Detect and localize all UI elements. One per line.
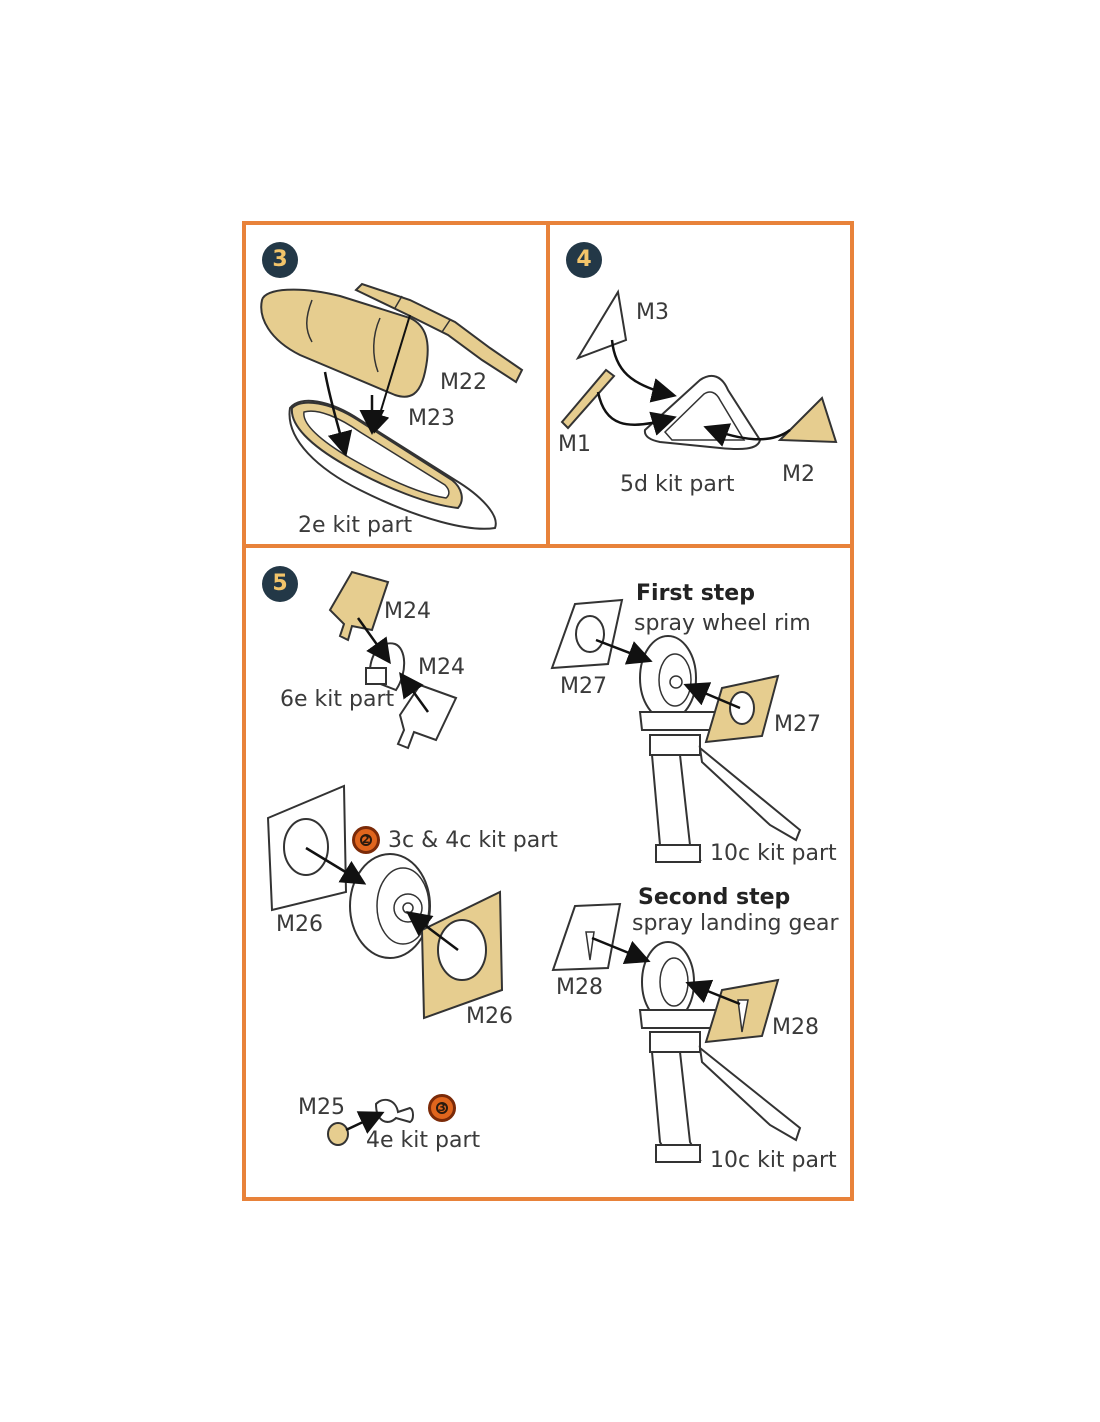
- step-5-badge: 5: [262, 566, 298, 602]
- mask-m2: [777, 396, 838, 444]
- label-m3: M3: [636, 300, 669, 325]
- label-m28-left: M28: [556, 975, 603, 1000]
- label-m26-left: M26: [276, 912, 323, 937]
- label-4e-kit-part: 4e kit part: [366, 1128, 481, 1153]
- label-m27-left: M27: [560, 674, 607, 699]
- mask-m1: [560, 368, 616, 430]
- panel-frame: [242, 221, 854, 1201]
- second-step-diagram: [551, 902, 802, 1163]
- mask-m24-bottom: [396, 683, 458, 750]
- label-2e-kit-part: 2e kit part: [298, 513, 413, 538]
- landing-gear-10c-b: [638, 941, 802, 1163]
- label-m26-right: M26: [466, 1004, 513, 1029]
- paint-icon-3: 3: [428, 1094, 456, 1122]
- mask-m22: [354, 282, 524, 384]
- second-step-title: Second step: [638, 885, 791, 910]
- label-10c-kit-part-a: 10c kit part: [710, 841, 837, 866]
- second-step-subtitle: spray landing gear: [632, 911, 839, 936]
- first-step-subtitle: spray wheel rim: [634, 611, 811, 636]
- label-m22: M22: [440, 370, 487, 395]
- label-m27-right: M27: [774, 712, 821, 737]
- mask-m3: [575, 289, 628, 360]
- label-m1: M1: [558, 432, 591, 457]
- label-m24-top: M24: [384, 599, 431, 624]
- label-5d-kit-part: 5d kit part: [620, 472, 735, 497]
- part-4e: [374, 1098, 414, 1124]
- part-6e: [365, 642, 406, 692]
- label-m28-right: M28: [772, 1015, 819, 1040]
- mask-m25: [327, 1122, 349, 1146]
- first-step-title: First step: [636, 581, 755, 606]
- paint-icon-2: 2: [352, 826, 380, 854]
- label-3c-4c-kit-part: 3c & 4c kit part: [388, 828, 558, 853]
- step-5-left-panel: [266, 570, 504, 1146]
- mask-m24-top: [328, 570, 390, 642]
- label-m25: M25: [298, 1095, 345, 1120]
- label-6e-kit-part: 6e kit part: [280, 687, 395, 712]
- label-m2: M2: [782, 462, 815, 487]
- step-3-badge: 3: [262, 242, 298, 278]
- step-3-panel: [260, 282, 524, 530]
- label-m24-bottom: M24: [418, 655, 465, 680]
- landing-gear-10c-a: [638, 635, 802, 863]
- step-4-panel: [560, 289, 838, 450]
- step-4-badge: 4: [566, 242, 602, 278]
- wheel-3c-4c-part: [349, 853, 431, 959]
- first-step-diagram: [550, 598, 802, 863]
- label-m23: M23: [408, 406, 455, 431]
- mask-m23: [260, 288, 429, 398]
- label-10c-kit-part-b: 10c kit part: [710, 1148, 837, 1173]
